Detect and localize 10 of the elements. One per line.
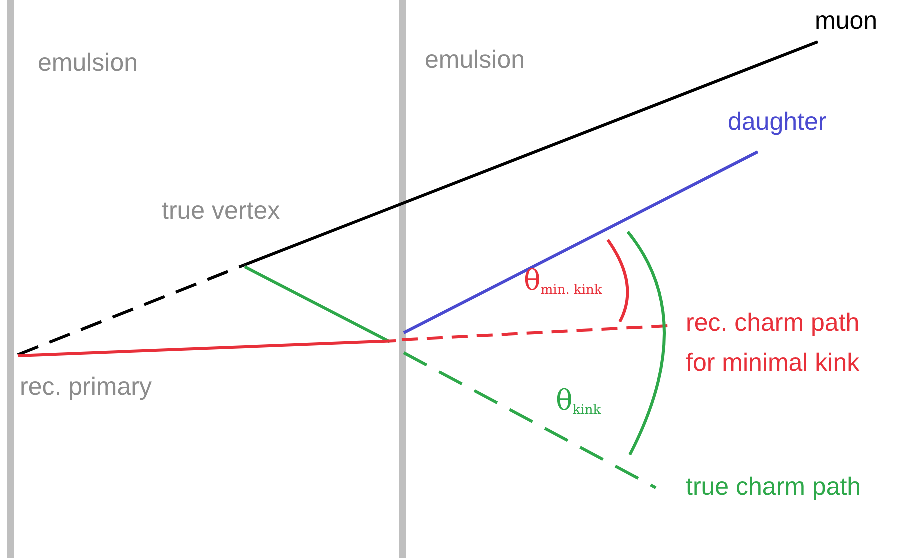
layer-label: emulsion: [425, 45, 526, 75]
track-label: muon: [815, 6, 878, 36]
angle-label: θ$_{kink}$: [556, 386, 602, 420]
track-label: true charm path: [686, 472, 862, 502]
angle-label: θ$_{min. kink}$: [524, 266, 602, 300]
layer-label: emulsion: [38, 48, 138, 78]
track-label: rec. charm path for minimal kink: [686, 308, 861, 379]
vertex-label: true vertex: [162, 196, 280, 226]
track-label: rec. primary: [20, 372, 152, 402]
track-label: daughter: [728, 107, 827, 137]
